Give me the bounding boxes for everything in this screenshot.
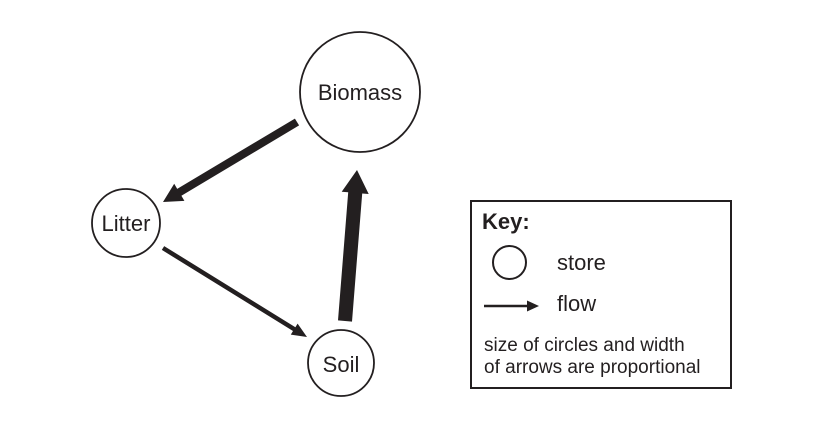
- flow-arrow-litter-to-soil: [161, 246, 307, 337]
- store-label-litter: Litter: [102, 211, 151, 236]
- key-note-line-1: size of circles and width: [484, 335, 685, 356]
- flow-arrow-biomass-to-litter: [163, 118, 300, 202]
- flow-key-label: flow: [557, 291, 597, 316]
- store-circle-soil: [307, 329, 375, 397]
- store-circle-litter: [91, 188, 161, 258]
- store-symbol-icon: [492, 245, 527, 280]
- store-label-biomass: Biomass: [318, 80, 402, 105]
- store-label-soil: Soil: [323, 352, 360, 377]
- key-note-line-2: of arrows are proportional: [484, 357, 701, 378]
- flow-arrow-soil-to-biomass: [338, 170, 369, 322]
- flow-symbol-icon: [484, 300, 539, 312]
- store-circle-biomass: [299, 31, 421, 153]
- key-title: Key:: [482, 209, 530, 234]
- key-box: Key: store flow size of circles and widt…: [470, 200, 732, 389]
- key-note: size of circles and width of arrows are …: [484, 335, 701, 379]
- store-key-label: store: [557, 250, 606, 275]
